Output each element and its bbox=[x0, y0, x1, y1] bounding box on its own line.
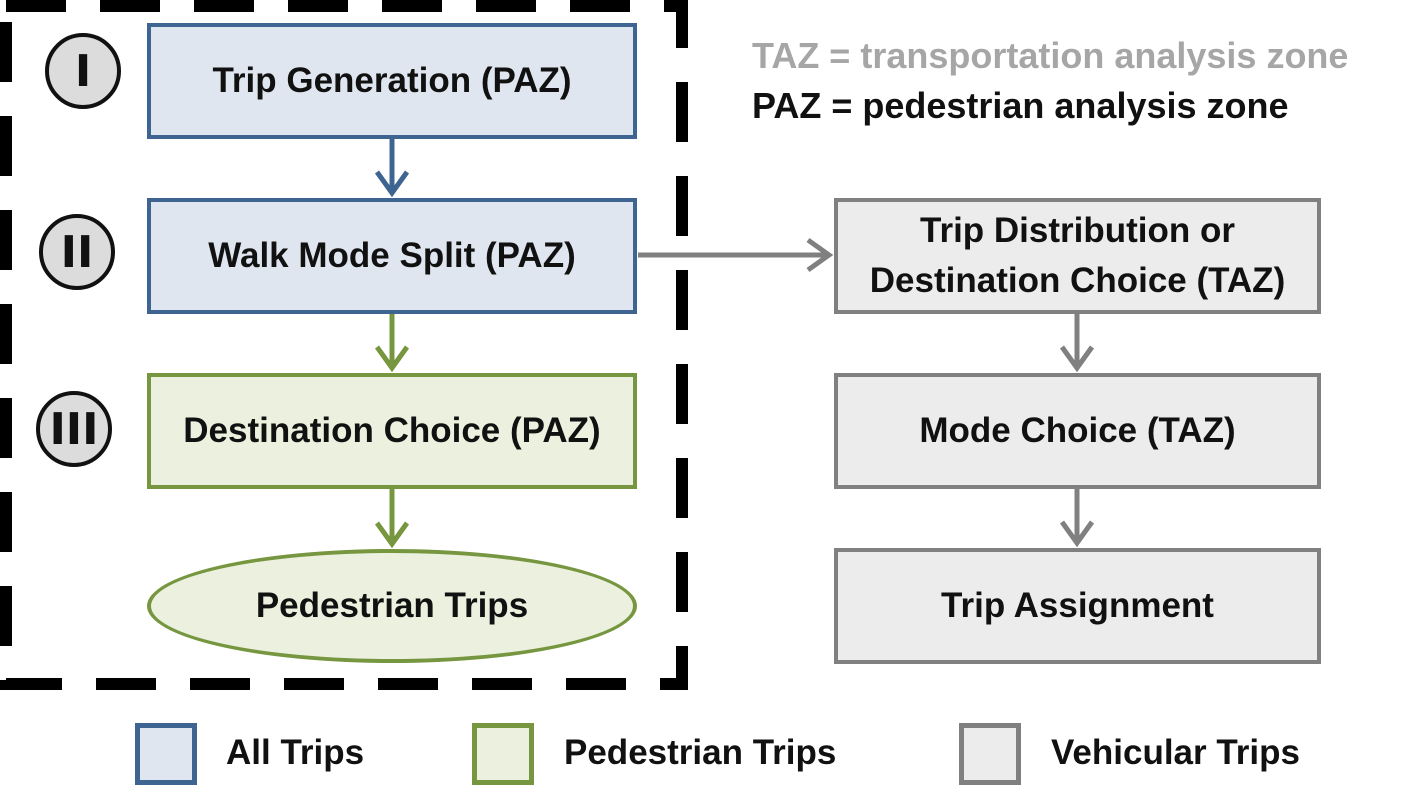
destination-choice-box: Destination Choice (PAZ) bbox=[147, 373, 637, 489]
paz-definition: PAZ = pedestrian analysis zone bbox=[752, 85, 1289, 126]
legend-pedestrian-label: Pedestrian Trips bbox=[564, 733, 837, 772]
legend-pedestrian-swatch bbox=[472, 723, 534, 785]
trip-generation-box: Trip Generation (PAZ) bbox=[147, 23, 637, 139]
step-3-marker: III bbox=[36, 391, 112, 467]
legend-all-trips-swatch bbox=[135, 723, 197, 785]
mode-choice-box: Mode Choice (TAZ) bbox=[834, 373, 1321, 489]
walk-mode-split-box: Walk Mode Split (PAZ) bbox=[147, 198, 637, 314]
pedestrian-model-boundary bbox=[0, 0, 688, 690]
pedestrian-trips-ellipse: Pedestrian Trips bbox=[147, 549, 637, 663]
legend-vehicular-swatch bbox=[959, 723, 1021, 785]
arrow-destination-to-pedestrian-trips bbox=[374, 489, 410, 549]
trip-assignment-box: Trip Assignment bbox=[834, 548, 1321, 664]
legend-vehicular-label: Vehicular Trips bbox=[1051, 733, 1300, 772]
arrow-distribution-to-mode-choice bbox=[1059, 314, 1095, 373]
taz-definition: TAZ = transportation analysis zone bbox=[752, 35, 1349, 76]
trip-distribution-line2: Destination Choice (TAZ) bbox=[869, 261, 1286, 300]
trip-distribution-box: Trip Distribution or Destination Choice … bbox=[834, 198, 1321, 314]
arrow-mode-split-to-distribution bbox=[638, 237, 834, 273]
arrow-generation-to-mode-split bbox=[374, 139, 410, 198]
arrow-mode-split-to-destination bbox=[374, 314, 410, 373]
step-1-marker: I bbox=[45, 33, 121, 109]
trip-distribution-line1: Trip Distribution or bbox=[920, 211, 1235, 250]
step-2-marker: II bbox=[39, 214, 115, 290]
arrow-mode-choice-to-assignment bbox=[1059, 489, 1095, 548]
legend-all-trips-label: All Trips bbox=[226, 733, 365, 772]
